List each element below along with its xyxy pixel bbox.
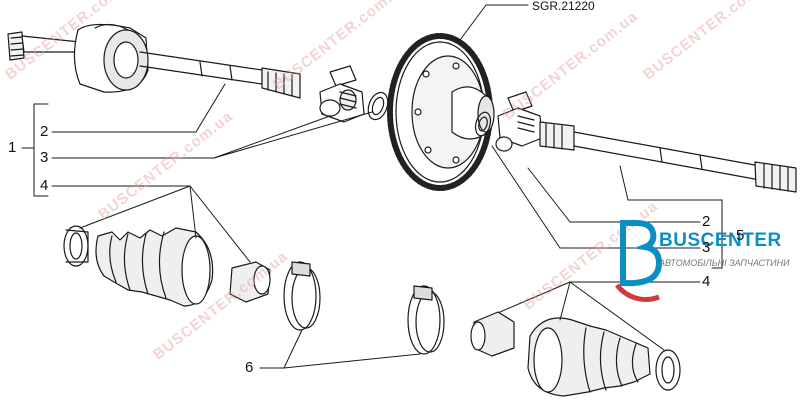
- right-boot-clamp-small: [655, 349, 681, 391]
- callout-5: 5: [736, 227, 745, 244]
- leader-lines: [21, 4, 733, 369]
- right-boot-inner-cup: [470, 311, 515, 357]
- differential-ring-gear: [387, 33, 495, 191]
- right-clamp-large: [407, 285, 445, 355]
- left-boot-inner-cup: [229, 261, 271, 303]
- callout-2-right: 2: [702, 213, 711, 230]
- logo-name: BUSCENTER: [659, 230, 782, 251]
- left-circlip: [367, 91, 389, 121]
- left-boot-clamp-small: [63, 225, 89, 267]
- right-tripod-joint: [495, 91, 543, 152]
- right-drive-shaft: [539, 121, 797, 193]
- logo-tagline: АВТОМОБІЛЬНІ ЗАПЧАСТИНИ: [659, 258, 790, 268]
- logo-mark-icon: [615, 220, 663, 302]
- callout-6: 6: [245, 359, 254, 376]
- left-tripod-joint: [319, 65, 365, 123]
- callout-3-left: 3: [40, 149, 49, 166]
- buscenter-logo: BUSCENTER АВТОМОБІЛЬНІ ЗАПЧАСТИНИ: [615, 215, 790, 305]
- left-drive-shaft: [7, 23, 301, 99]
- callout-3-right: 3: [702, 239, 711, 256]
- callout-1: 1: [8, 139, 17, 156]
- callout-4-left: 4: [40, 177, 49, 194]
- right-boot: [527, 317, 651, 397]
- reference-code: SGR.21220: [532, 0, 595, 13]
- callout-2-left: 2: [40, 123, 49, 140]
- callout-4-right: 4: [702, 273, 711, 290]
- left-clamp-large: [283, 261, 321, 331]
- right-circlip: [474, 111, 492, 137]
- left-boot: [95, 227, 214, 307]
